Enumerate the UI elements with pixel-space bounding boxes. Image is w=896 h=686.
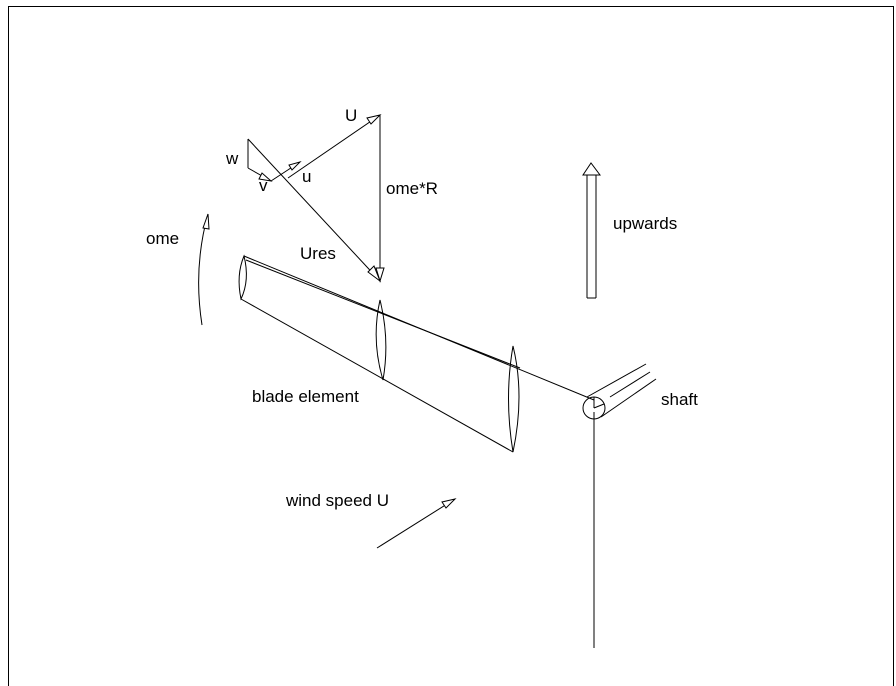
label-ures: Ures xyxy=(300,244,336,263)
rotation-arc xyxy=(198,213,210,326)
velocity-triangle xyxy=(247,114,385,283)
upwards-arrow-head xyxy=(582,162,601,176)
label-U: U xyxy=(345,106,357,125)
u-component-arrowhead xyxy=(288,161,302,171)
label-upwards: upwards xyxy=(613,214,677,233)
label-ome: ome xyxy=(146,229,179,248)
rotation-arc-arrowhead xyxy=(202,213,210,230)
blade-section-middle xyxy=(375,299,387,381)
rotation-speed-vector-arrowhead xyxy=(375,267,385,283)
shaft-middle-line xyxy=(609,371,651,398)
wind-speed-arrow-line xyxy=(376,498,456,549)
wind-speed-vector-line xyxy=(287,114,381,179)
resultant-velocity-arrowhead xyxy=(367,265,382,283)
label-ome-r: ome*R xyxy=(386,179,438,198)
label-u: u xyxy=(302,167,311,186)
label-shaft: shaft xyxy=(661,390,698,409)
diagram-frame xyxy=(8,6,894,686)
shaft-top-line xyxy=(586,363,647,398)
wind-speed-vector-arrowhead xyxy=(366,114,382,125)
shaft-bottom-line xyxy=(600,378,657,418)
shaft xyxy=(582,363,657,648)
label-v: v xyxy=(259,176,268,195)
blade-element xyxy=(238,254,595,453)
label-blade-element: blade element xyxy=(252,387,359,406)
label-w: w xyxy=(225,149,239,168)
resultant-velocity-line xyxy=(247,138,381,282)
label-wind-speed: wind speed U xyxy=(285,491,389,510)
blade-trailing-edge xyxy=(240,298,514,453)
v-component-arrowhead xyxy=(258,172,273,182)
blade-section-tip xyxy=(508,345,520,453)
upwards-arrow xyxy=(582,162,601,299)
rotation-arc-line xyxy=(198,213,209,326)
wind-speed-arrowhead xyxy=(441,498,457,509)
blade-section-root xyxy=(238,254,247,301)
hub-mark-diagonal xyxy=(593,403,605,409)
wind-speed-arrow xyxy=(376,498,457,549)
